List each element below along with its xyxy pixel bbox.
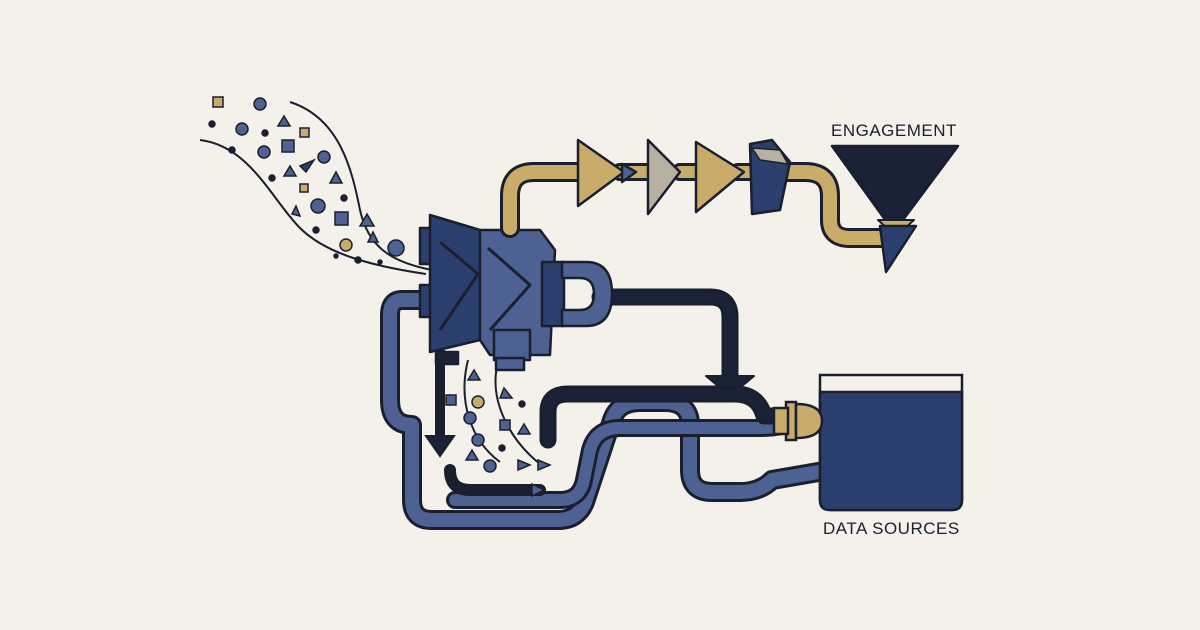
tank-valve-dome: [794, 402, 824, 440]
particle: [471, 433, 485, 447]
engagement-label: ENGAGEMENT: [831, 121, 957, 140]
hub-chevron-mark: [438, 240, 480, 331]
particle: [471, 395, 485, 409]
filter-cone: [576, 138, 626, 208]
hub-outlet: [494, 356, 526, 372]
filter-stages: [576, 138, 792, 216]
particle: [299, 127, 310, 138]
tank-liquid: [818, 390, 964, 512]
feed-pipe: [539, 385, 795, 449]
particle: [298, 158, 317, 174]
particle: [464, 448, 480, 461]
funnel-spout: [878, 224, 918, 274]
particle: [358, 212, 376, 227]
hub-outlet: [434, 350, 460, 366]
particle: [334, 211, 349, 226]
particle: [261, 129, 269, 137]
hub-top-panel: [478, 228, 557, 357]
particle: [276, 114, 292, 127]
hub-lower-block: [492, 328, 532, 362]
hub-u-bend: [560, 260, 614, 328]
particle: [268, 174, 276, 182]
particle: [253, 97, 267, 111]
particle: [317, 150, 331, 164]
filter-cone: [694, 140, 746, 214]
stream-edge-lower: [199, 139, 427, 275]
particle: [518, 400, 526, 408]
particle: [377, 259, 383, 265]
particle: [483, 459, 497, 473]
filter-chevron: [620, 162, 638, 184]
particle: [299, 183, 309, 193]
hub-connector: [540, 260, 566, 328]
processing-hub: [418, 213, 614, 372]
engagement-funnel: [830, 144, 960, 274]
down-arrow-pipe: [424, 350, 546, 498]
particle: [228, 146, 236, 154]
particle: [445, 394, 457, 406]
filter-cone: [646, 138, 682, 216]
output-particle-stream: [445, 359, 552, 473]
particle: [517, 458, 532, 472]
particle: [463, 411, 477, 425]
particle: [498, 386, 514, 399]
particle: [257, 145, 271, 159]
data-sources-tank: [772, 373, 964, 512]
down-arrowhead: [424, 435, 456, 458]
particle: [387, 239, 405, 257]
particle: [516, 422, 532, 435]
hub-chevron-mark: [487, 246, 532, 331]
particle: [282, 164, 298, 177]
particle: [208, 120, 216, 128]
particle: [340, 194, 348, 202]
flow-chevron: [531, 482, 546, 498]
dark-return-pipe: [591, 288, 755, 397]
particle: [366, 230, 380, 243]
particle: [310, 198, 326, 214]
particle: [333, 253, 339, 259]
input-particle-stream: [199, 96, 433, 275]
particle: [354, 256, 362, 264]
particle: [466, 368, 482, 381]
outer-loop-pipe: [380, 290, 840, 530]
particle: [281, 139, 295, 153]
particle: [499, 419, 511, 431]
particle: [312, 226, 320, 234]
tank-valve-base: [772, 406, 790, 436]
particle: [339, 238, 353, 252]
data-sources-label: DATA SOURCES: [823, 519, 960, 538]
particle: [328, 170, 344, 184]
particle: [537, 458, 552, 472]
stream-edge-upper: [289, 101, 433, 271]
particle: [498, 444, 506, 452]
particle: [235, 122, 249, 136]
particle: [212, 96, 224, 108]
particle: [290, 204, 302, 218]
